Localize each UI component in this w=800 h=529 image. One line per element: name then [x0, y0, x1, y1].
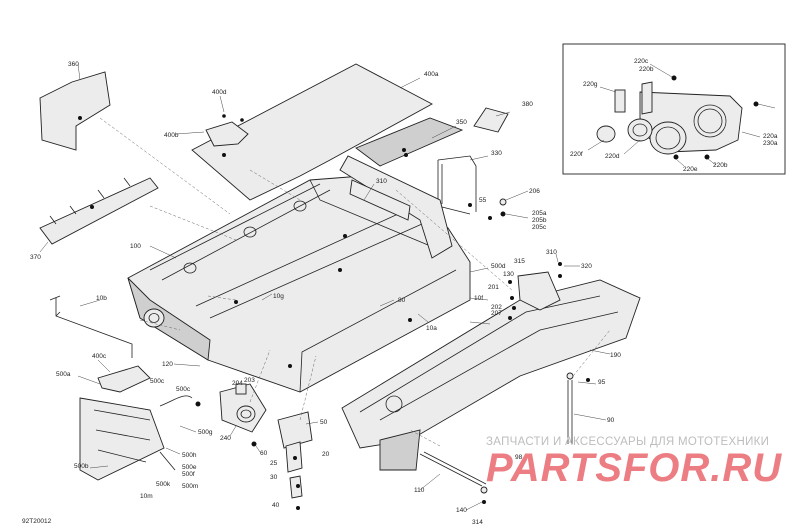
callout-500m: 500m [182, 483, 198, 490]
callout-10m: 10m [140, 493, 153, 500]
callout-201: 201 [488, 284, 499, 291]
part-90-strut [566, 372, 590, 444]
callout-10g: 10g [273, 293, 284, 300]
callout-205c: 205c [532, 224, 547, 231]
part-110-axle [419, 451, 488, 504]
callout-380: 380 [522, 101, 533, 108]
callout-90: 90 [607, 417, 615, 424]
callout-220c-top: 220c [634, 58, 649, 65]
callout-500c-top: 500c [150, 378, 165, 385]
callout-370: 370 [30, 254, 41, 261]
callout-190: 190 [610, 352, 621, 359]
callout-240: 240 [220, 435, 231, 442]
part-360-panel [39, 71, 111, 151]
part-330-handle [437, 155, 477, 215]
callout-500f: 500f [182, 471, 195, 478]
main-frame-100 [127, 153, 471, 393]
callout-360: 360 [68, 61, 79, 68]
callout-310: 310 [376, 178, 387, 185]
part-10b-rod [49, 295, 133, 358]
callout-203: 203 [244, 377, 255, 384]
callout-314: 314 [472, 519, 483, 526]
callout-500d: 500d [491, 263, 506, 270]
callout-500e: 500e [182, 464, 197, 471]
callout-320: 320 [581, 263, 592, 270]
callout-220f: 220f [570, 151, 583, 158]
part-400b-bracket [205, 114, 249, 147]
inset-callouts: 220c 220b 220g 220a 230a 220f 220d 220e … [570, 58, 778, 173]
callout-330: 330 [491, 150, 502, 157]
callout-400b: 400b [164, 132, 179, 139]
callout-500a: 500a [56, 371, 71, 378]
part-20-hinge-stack [277, 411, 313, 510]
callout-205b: 205b [532, 217, 547, 224]
callout-220g: 220g [583, 81, 598, 88]
callout-80: 80 [398, 297, 406, 304]
callout-10a: 10a [426, 325, 437, 332]
callout-60: 60 [260, 450, 268, 457]
callout-220d: 220d [605, 153, 620, 160]
part-370-shelf [39, 177, 159, 245]
callout-204: 204 [232, 380, 243, 387]
callout-40: 40 [272, 502, 280, 509]
callout-315: 315 [514, 258, 525, 265]
front-rail-190 [341, 271, 641, 471]
callout-55: 55 [479, 197, 487, 204]
callout-30: 30 [270, 474, 278, 481]
callout-310b: 310 [546, 249, 557, 256]
callout-100: 100 [130, 243, 141, 250]
callout-206: 206 [529, 188, 540, 195]
callout-50: 50 [320, 419, 328, 426]
part-callouts: 360 400a 400d 400b 380 350 330 370 310 2… [30, 61, 621, 526]
hardware-right [488, 198, 562, 310]
callout-220e: 220e [683, 166, 698, 173]
callout-205a: 205a [532, 210, 547, 217]
watermark-tagline: ЗАПЧАСТИ И АКСЕССУАРЫ ДЛЯ МОТОТЕХНИКИ [486, 436, 770, 448]
diagram-code: 92T20012 [22, 518, 52, 525]
callout-20: 20 [322, 451, 330, 458]
callout-500h: 500h [182, 452, 197, 459]
callout-400c: 400c [92, 353, 107, 360]
callout-207: 207 [491, 310, 502, 317]
part-500a-bracket [79, 365, 193, 481]
callout-220b-top: 220b [639, 66, 654, 73]
callout-220b-bottom: 220b [713, 162, 728, 169]
watermark-brand: PARTSFOR.RU [486, 446, 783, 490]
callout-400d: 400d [212, 89, 227, 96]
callout-500b: 500b [74, 463, 89, 470]
callout-140: 140 [456, 507, 467, 514]
callout-220a: 220a [763, 133, 778, 140]
callout-10f: 10f [474, 295, 483, 302]
part-380-plate [473, 107, 509, 133]
callout-120: 120 [162, 361, 173, 368]
callout-230a: 230a [763, 140, 778, 147]
callout-500g: 500g [198, 429, 213, 436]
callout-95: 95 [598, 379, 606, 386]
alignment-lines [99, 117, 611, 447]
callout-350: 350 [456, 119, 467, 126]
callout-98: 98 [515, 454, 523, 461]
part-240-switch-housing [195, 383, 267, 447]
callout-202: 202 [491, 304, 502, 311]
part-400a-cover [191, 63, 464, 201]
callout-10b: 10b [96, 295, 107, 302]
callout-130: 130 [503, 271, 514, 278]
callout-110: 110 [414, 487, 425, 494]
callout-500k: 500k [156, 481, 171, 488]
callout-25: 25 [270, 460, 278, 467]
callout-400a: 400a [424, 71, 439, 78]
callout-500c: 500c [176, 386, 191, 393]
leader-lines [39, 63, 611, 511]
headlight-inset [562, 43, 786, 175]
